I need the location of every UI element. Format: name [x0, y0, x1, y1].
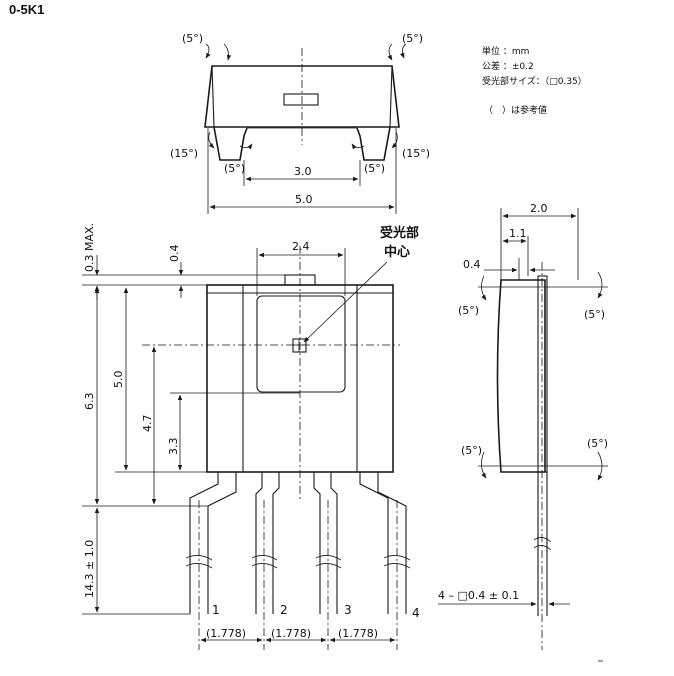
angle-side-bl: (5°): [461, 444, 482, 457]
reference-note: （ ）は参考値: [484, 104, 547, 116]
dim-side-lead: 0.4: [463, 258, 481, 271]
dim-top-inner: 3.0: [294, 165, 312, 178]
dim-center-upper: 4.7: [141, 415, 154, 433]
dim-side-total: 2.0: [530, 202, 548, 215]
angle-upper-right: (5°): [402, 32, 423, 45]
pitch-3: (1.778): [338, 627, 378, 640]
lead-size-label: 4 – □0.4 ± 0.1: [438, 589, 519, 602]
dim-window-width: 2.4: [292, 240, 310, 253]
pin-2-label: 2: [280, 603, 288, 617]
unit-note: 単位 ：mm: [482, 45, 529, 57]
pitch-1: (1.778): [206, 627, 246, 640]
spec-notes: 単位 ：mm 公差 ：±0.2 受光部サイズ：（□0.35） （ ）は参考値: [482, 45, 587, 116]
dim-top-overall: 5.0: [295, 193, 313, 206]
top-view: (5°) (5°) (15°) (15°) (5°) (5°) 3.0 5.0: [170, 32, 430, 214]
angle-inner-left: (5°): [224, 162, 245, 175]
page-title: 0-5K1: [9, 2, 45, 17]
dim-body: 5.0: [112, 371, 125, 389]
dim-max: 0.3 MAX.: [83, 223, 96, 272]
angle-upper-left: (5°): [182, 32, 203, 45]
callout-line2: 中心: [384, 244, 410, 260]
angle-side-br: (5°): [587, 437, 608, 450]
angle-lower-left: (15°): [170, 147, 198, 160]
sensor-size-note: 受光部サイズ：（□0.35）: [482, 75, 587, 87]
dim-side-offset: 1.1: [509, 227, 527, 240]
pin-4-label: 4: [412, 606, 420, 620]
tolerance-note: 公差 ：±0.2: [482, 60, 534, 72]
front-view: 1 2 3 4 (1.778) (1.778) (1.778) 2.4 受光部 …: [82, 223, 420, 650]
lead-frame: [185, 472, 411, 650]
side-view: 2.0 1.1 0.4 (5°) (5°) (5°) (5°) 4 – □0.4…: [438, 202, 608, 662]
dim-tab: 0.4: [168, 245, 181, 263]
pitch-2: (1.778): [271, 627, 311, 640]
pin-3-label: 3: [344, 603, 352, 617]
dim-leads: 14.3 ± 1.0: [83, 540, 96, 598]
dim-center-lower: 3.3: [167, 438, 180, 456]
angle-side-tl: (5°): [458, 304, 479, 317]
angle-lower-right: (15°): [402, 147, 430, 160]
pin-1-label: 1: [212, 603, 220, 617]
angle-side-tr: (5°): [584, 308, 605, 321]
angle-inner-right: (5°): [364, 162, 385, 175]
callout-line1: 受光部: [380, 225, 419, 241]
dim-body-height: 6.3: [83, 393, 96, 411]
